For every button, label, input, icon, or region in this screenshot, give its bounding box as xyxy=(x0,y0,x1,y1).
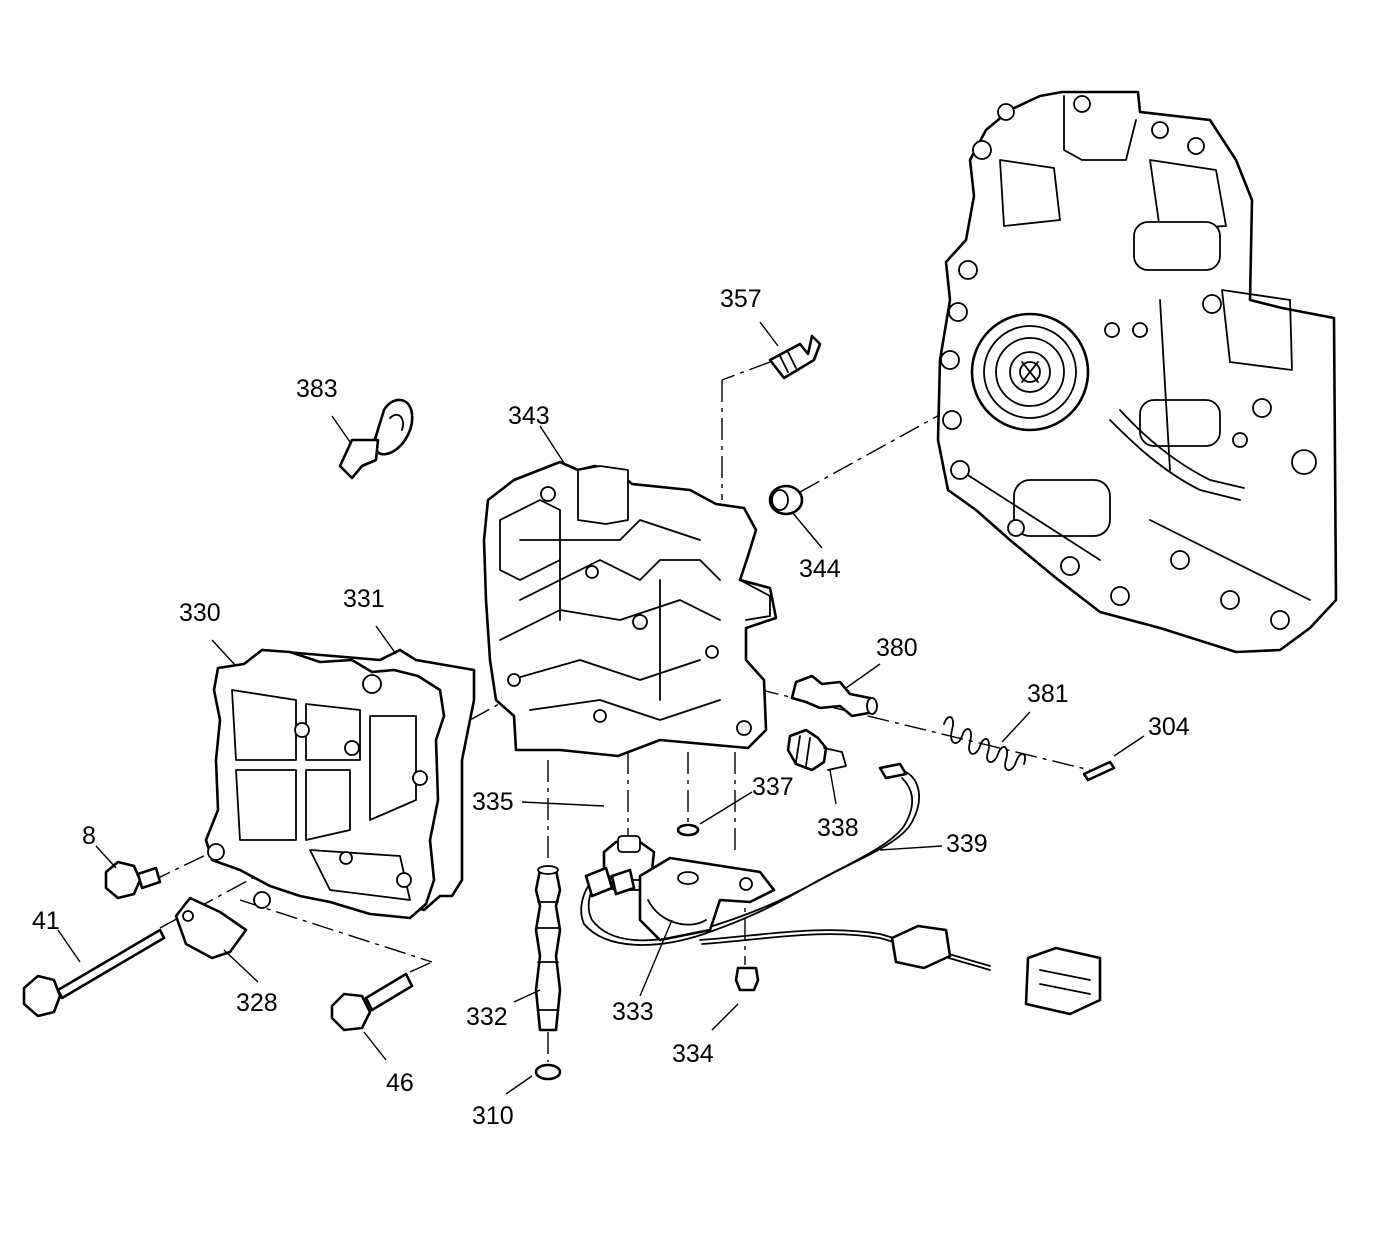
part-337-seal xyxy=(676,823,700,837)
label-328: 328 xyxy=(236,989,278,1017)
part-334-bolt xyxy=(734,966,760,992)
valve-body-bolt-holes xyxy=(940,103,1317,630)
label-339: 339 xyxy=(946,830,988,858)
label-335: 335 xyxy=(472,788,514,816)
label-380: 380 xyxy=(876,634,918,662)
part-333-solenoid xyxy=(584,856,776,942)
part-328-bracket xyxy=(174,896,248,960)
part-339-wiring-harness xyxy=(580,762,1102,1016)
label-343: 343 xyxy=(508,402,550,430)
label-344: 344 xyxy=(799,555,841,583)
label-337: 337 xyxy=(752,773,794,801)
part-8-bolt xyxy=(104,860,162,900)
label-381: 381 xyxy=(1027,680,1069,708)
part-46-bolt xyxy=(330,972,414,1032)
part-330-cover xyxy=(204,648,446,920)
leader-lines xyxy=(57,321,1145,1095)
part-344-seal xyxy=(768,484,804,516)
label-332: 332 xyxy=(466,1003,508,1031)
label-310: 310 xyxy=(472,1102,514,1130)
label-41: 41 xyxy=(32,907,60,935)
label-331: 331 xyxy=(343,585,385,613)
part-381-spring xyxy=(943,716,1026,771)
label-334: 334 xyxy=(672,1040,714,1068)
part-41-bolt xyxy=(22,928,166,1018)
part-310-plug xyxy=(534,1063,562,1081)
part-343-valve-body xyxy=(482,460,778,758)
label-304: 304 xyxy=(1148,713,1190,741)
part-383-clip xyxy=(338,398,414,480)
part-304-pin xyxy=(1082,760,1116,782)
label-357: 357 xyxy=(720,285,762,313)
part-338-switch xyxy=(786,728,847,772)
part-380-valve xyxy=(790,674,878,718)
label-330: 330 xyxy=(179,599,221,627)
label-333: 333 xyxy=(612,998,654,1026)
label-8: 8 xyxy=(82,822,96,850)
label-338: 338 xyxy=(817,814,859,842)
label-46: 46 xyxy=(386,1069,414,1097)
callout-labels: 357 383 343 344 330 331 380 381 304 335 … xyxy=(32,285,1190,1130)
valve-body-assembly xyxy=(936,90,1338,654)
part-332-valve xyxy=(534,865,562,1032)
part-357-plug xyxy=(768,334,822,380)
label-383: 383 xyxy=(296,375,338,403)
